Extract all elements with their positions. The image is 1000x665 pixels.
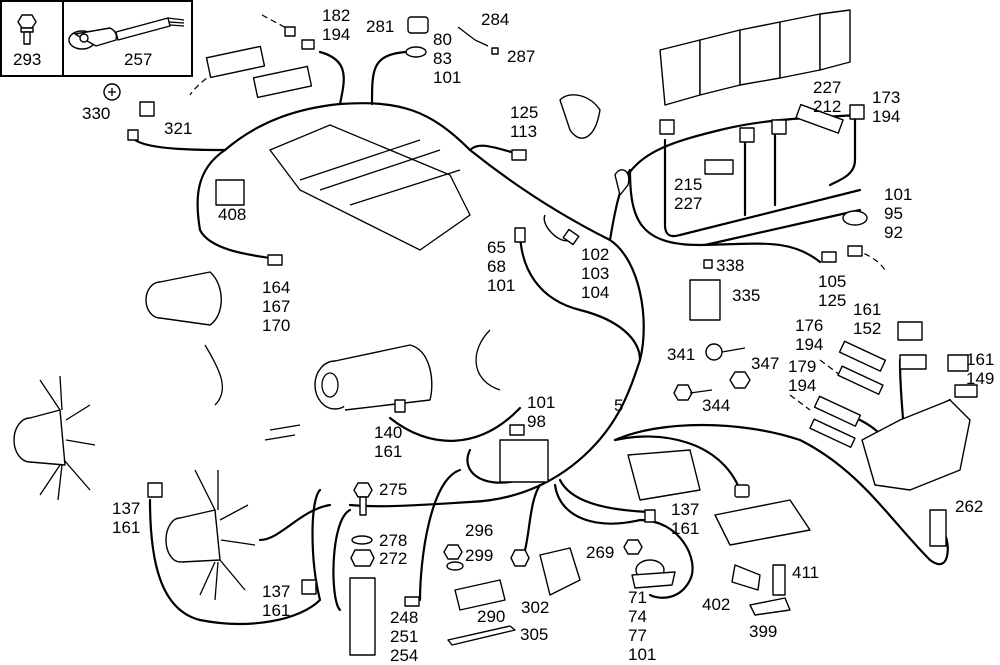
part-label-275[interactable]: 275 xyxy=(379,480,408,499)
part-label-344[interactable]: 344 xyxy=(702,396,731,415)
part-label-284[interactable]: 284 xyxy=(481,10,510,29)
part-label-402[interactable]: 402 xyxy=(702,595,731,614)
part-label-293[interactable]: 293 xyxy=(13,50,42,69)
main-harness-wires xyxy=(133,50,952,626)
part-label-411[interactable]: 411 xyxy=(792,563,820,582)
relay-bank xyxy=(659,9,851,106)
engine-block xyxy=(204,124,501,441)
part-label-341[interactable]: 341 xyxy=(667,345,696,364)
part-label-290[interactable]: 290 xyxy=(477,607,506,626)
fan-assembly-right xyxy=(165,469,256,601)
part-label-408[interactable]: 408 xyxy=(218,205,247,224)
connectors xyxy=(127,26,978,607)
hardware xyxy=(103,16,971,656)
compressor xyxy=(314,344,433,411)
part-label-287[interactable]: 287 xyxy=(507,47,536,66)
starter-motor xyxy=(145,271,222,326)
part-label-5[interactable]: 5 xyxy=(614,396,624,415)
part-label-281[interactable]: 281 xyxy=(366,17,395,36)
parts-inset xyxy=(0,0,193,77)
part-label-347[interactable]: 347 xyxy=(751,354,780,373)
part-label-338[interactable]: 338 xyxy=(716,256,745,275)
ring-terminal-cable-icon xyxy=(68,17,185,50)
part-label-269[interactable]: 269 xyxy=(586,543,615,562)
part-label-305[interactable]: 305 xyxy=(520,625,549,644)
part-label-257[interactable]: 257 xyxy=(124,50,153,69)
part-label-262[interactable]: 262 xyxy=(955,497,984,516)
part-label-278[interactable]: 278 xyxy=(379,531,408,550)
flange-bolt-icon xyxy=(17,14,37,45)
part-label-335[interactable]: 335 xyxy=(732,286,761,305)
part-label-399[interactable]: 399 xyxy=(749,622,778,641)
fan-assembly-left xyxy=(13,375,96,501)
part-label-272[interactable]: 272 xyxy=(379,549,408,568)
part-label-330[interactable]: 330 xyxy=(82,104,111,123)
part-label-296[interactable]: 296 xyxy=(465,521,494,540)
part-label-321[interactable]: 321 xyxy=(164,119,193,138)
part-label-302[interactable]: 302 xyxy=(521,598,550,617)
part-label-299[interactable]: 299 xyxy=(465,546,494,565)
